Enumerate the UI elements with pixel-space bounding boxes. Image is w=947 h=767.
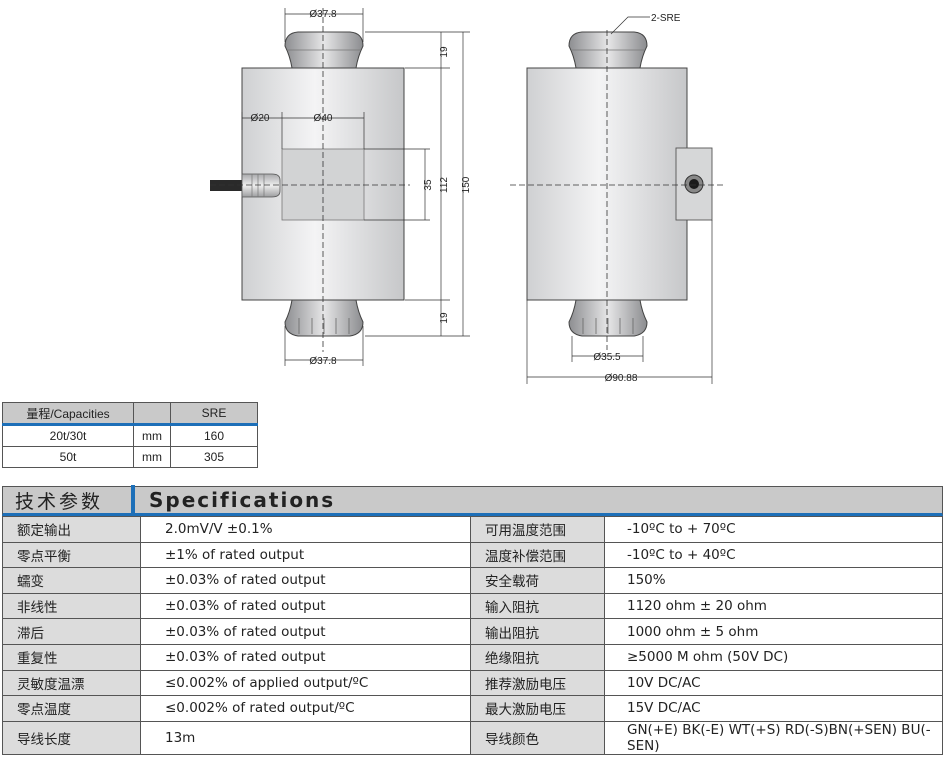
capacity-header-cell: 量程/Capacities — [2, 402, 134, 426]
spec-param-value: ±0.03% of rated output — [140, 592, 471, 620]
dim-top-height: 19 — [439, 46, 450, 58]
dim-top-diameter: Ø37.8 — [309, 9, 337, 20]
spec-param-value: 2.0mV/V ±0.1% — [140, 516, 471, 543]
spec-param-name: 最大激励电压 — [470, 695, 605, 722]
spec-param-name: 可用温度范围 — [470, 516, 605, 543]
load-cell-drawing: Ø37.8 Ø20 Ø40 Ø37.8 19 35 112 150 19 — [210, 8, 725, 384]
spec-param-name: 零点平衡 — [2, 541, 141, 569]
side-connector-port — [689, 179, 699, 189]
cable-gland — [241, 173, 281, 198]
spec-param-name: 安全载荷 — [470, 567, 605, 594]
dim-bottom-height: 19 — [439, 312, 450, 324]
capacity-cell: 50t — [2, 446, 134, 468]
spec-param-value: 150% — [604, 567, 943, 594]
spec-param-name: 导线颜色 — [470, 720, 605, 755]
spec-param-value: GN(+E) BK(-E) WT(+S) RD(-S)BN(+SEN) BU(-… — [604, 720, 943, 755]
dim-bottom-diameter: Ø37.8 — [309, 356, 337, 367]
capacity-cell: mm — [133, 424, 171, 447]
spec-param-name: 温度补偿范围 — [470, 541, 605, 569]
spec-param-name: 额定输出 — [2, 516, 141, 543]
spec-param-value: -10ºC to + 40ºC — [604, 541, 943, 569]
dim-label-height: 35 — [423, 179, 434, 191]
spec-param-value: 13m — [140, 720, 471, 755]
spec-param-name: 灵敏度温漂 — [2, 669, 141, 697]
cable — [210, 180, 242, 191]
capacity-row: 20t/30t mm 160 — [2, 424, 258, 447]
spec-param-name: 输出阻抗 — [470, 618, 605, 645]
capacity-row: 50t mm 305 — [2, 446, 258, 468]
capacity-cell: 20t/30t — [2, 424, 134, 447]
specifications-title-en: Specifications — [149, 488, 336, 512]
spec-param-name: 重复性 — [2, 643, 141, 671]
capacity-header-cell: SRE — [170, 402, 258, 426]
dim-cable-diameter: Ø20 — [251, 113, 270, 124]
spec-param-value: 15V DC/AC — [604, 695, 943, 722]
capacity-table: 量程/Capacities SRE 20t/30t mm 160 50t mm … — [2, 402, 258, 468]
spec-param-name: 输入阻抗 — [470, 592, 605, 620]
spec-param-name: 导线长度 — [2, 720, 141, 755]
dim-body-inner: Ø40 — [314, 113, 333, 124]
spec-param-name: 推荐激励电压 — [470, 669, 605, 697]
spec-param-value: ±0.03% of rated output — [140, 567, 471, 594]
dim-body-diameter: Ø90.88 — [605, 373, 638, 384]
spec-param-value: -10ºC to + 70ºC — [604, 516, 943, 543]
spec-param-name: 蠕变 — [2, 567, 141, 594]
capacity-header-cell — [133, 402, 171, 426]
dim-total-height: 150 — [461, 176, 472, 193]
spec-param-value: ±1% of rated output — [140, 541, 471, 569]
capacity-cell: 160 — [170, 424, 258, 447]
spec-param-name: 绝缘阻抗 — [470, 643, 605, 671]
thread-label: 2-SRE — [651, 13, 681, 24]
spec-param-value: 1120 ohm ± 20 ohm — [604, 592, 943, 620]
spec-param-value: ≤0.002% of rated output/ºC — [140, 695, 471, 722]
dim-foot-diameter: Ø35.5 — [593, 352, 621, 363]
dim-body-height: 112 — [439, 177, 450, 193]
spec-param-value: ≤0.002% of applied output/ºC — [140, 669, 471, 697]
spec-param-value: ±0.03% of rated output — [140, 618, 471, 645]
spec-param-value: ±0.03% of rated output — [140, 643, 471, 671]
specifications-header: 技术参数 Specifications — [2, 485, 943, 516]
spec-param-name: 零点温度 — [2, 695, 141, 722]
spec-param-name: 非线性 — [2, 592, 141, 620]
specifications-title-zh: 技术参数 — [15, 490, 104, 513]
spec-param-value: 1000 ohm ± 5 ohm — [604, 618, 943, 645]
side-view: 2-SRE Ø35.5 Ø90.88 — [510, 13, 725, 384]
spec-param-value: ≥5000 M ohm (50V DC) — [604, 643, 943, 671]
spec-param-value: 10V DC/AC — [604, 669, 943, 697]
header-divider — [131, 485, 135, 515]
spec-param-name: 滞后 — [2, 618, 141, 645]
front-view: Ø37.8 Ø20 Ø40 Ø37.8 19 35 112 150 19 — [210, 8, 472, 367]
capacity-cell: 305 — [170, 446, 258, 468]
capacity-cell: mm — [133, 446, 171, 468]
capacity-header-row: 量程/Capacities SRE — [2, 402, 258, 426]
